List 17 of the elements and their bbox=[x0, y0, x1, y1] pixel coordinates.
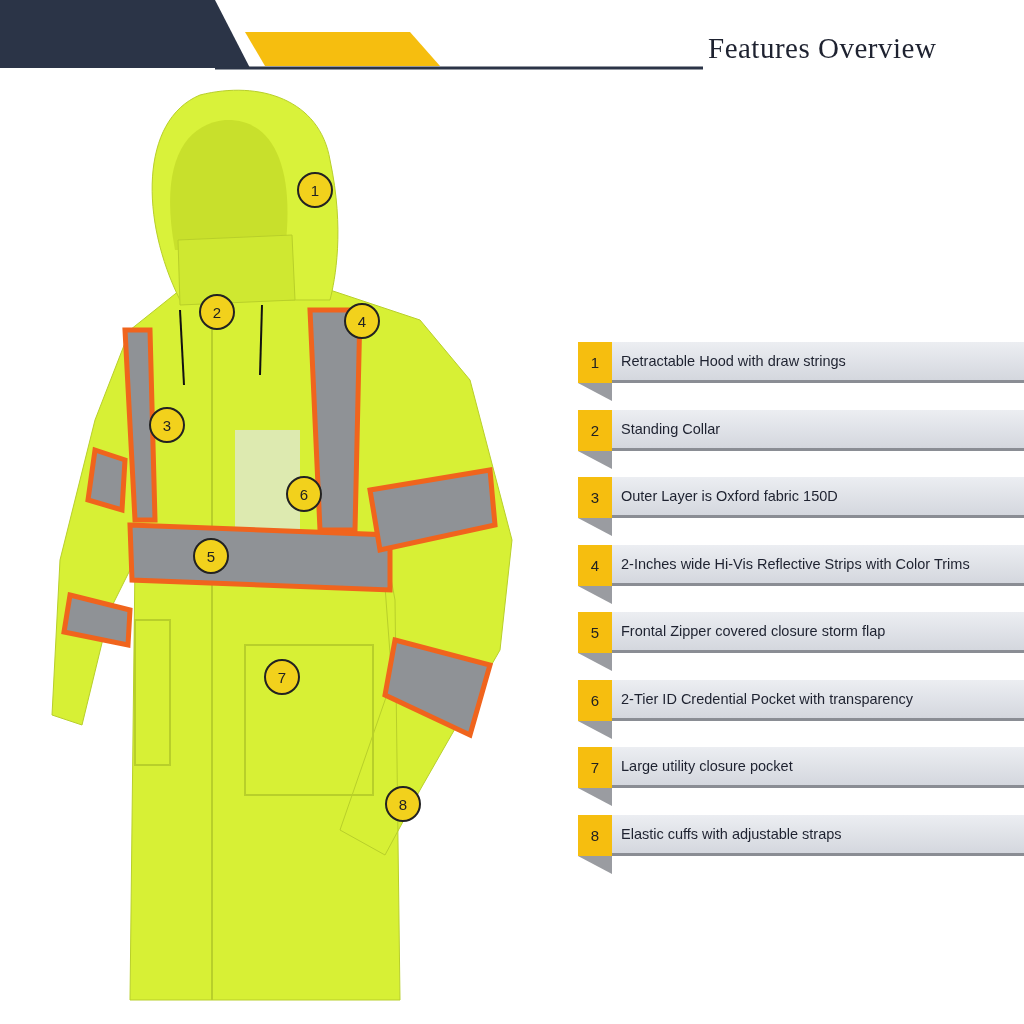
feature-number: 4 bbox=[578, 544, 612, 586]
feature-number: 6 bbox=[578, 679, 612, 721]
feature-number: 7 bbox=[578, 747, 612, 788]
feature-number: 1 bbox=[578, 342, 612, 383]
feature-description: Large utility closure pocket bbox=[621, 758, 793, 774]
feature-number: 8 bbox=[578, 814, 612, 856]
title: Features Overview bbox=[708, 32, 937, 65]
feature-description: 2-Tier ID Credential Pocket with transparency bbox=[621, 690, 913, 707]
feature-description: Outer Layer is Oxford fabric 150D bbox=[621, 488, 838, 504]
feature-number: 5 bbox=[578, 612, 612, 653]
feature-description: Elastic cuffs with adjustable straps bbox=[621, 825, 842, 842]
feature-description: Frontal Zipper covered closure storm flap bbox=[621, 623, 886, 639]
feature-description: 2-Inches wide Hi-Vis Reflective Strips with Color Trims bbox=[621, 555, 970, 572]
feature-description: Standing Collar bbox=[621, 420, 721, 437]
feature-description: Retractable Hood with draw strings bbox=[621, 353, 846, 369]
feature-number: 3 bbox=[578, 477, 612, 518]
feature-number: 2 bbox=[578, 409, 612, 451]
